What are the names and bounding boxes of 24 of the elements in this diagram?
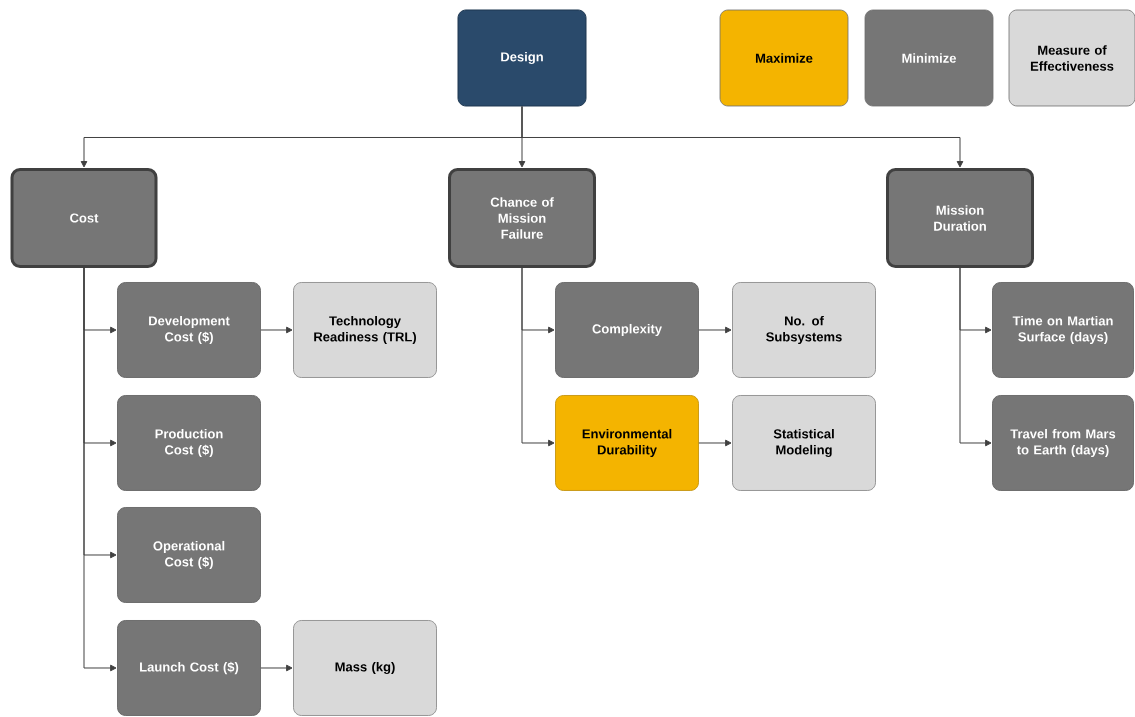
arrow: [521, 106, 964, 168]
arrow: [83, 267, 117, 672]
objective-box: Mission Duration: [886, 168, 1034, 268]
arrow: [959, 267, 992, 447]
objective-box: Chance of Mission Failure: [448, 168, 596, 268]
attribute-box: Operational Cost ($): [117, 507, 261, 603]
attribute-box: Complexity: [555, 282, 699, 378]
arrow: [698, 326, 732, 334]
arrow: [260, 664, 293, 672]
attribute-box: Production Cost ($): [117, 395, 261, 491]
attribute-box: Travel from Mars to Earth (days): [992, 395, 1134, 491]
attribute-box: Time on Martian Surface (days): [992, 282, 1134, 378]
arrow: [260, 326, 293, 334]
attribute-box: Launch Cost ($): [117, 620, 261, 716]
attribute-box: Environmental Durability: [555, 395, 699, 491]
arrow: [521, 267, 555, 447]
measure-box: Technology Readiness (TRL): [293, 282, 437, 378]
measure-box: No. of Subsystems: [732, 282, 876, 378]
measure-box: Mass (kg): [293, 620, 437, 716]
measure-box: Statistical Modeling: [732, 395, 876, 491]
objective-box: Cost: [10, 168, 158, 268]
root-box: Design: [457, 9, 587, 107]
arrow: [698, 439, 732, 447]
attribute-box: Development Cost ($): [117, 282, 261, 378]
